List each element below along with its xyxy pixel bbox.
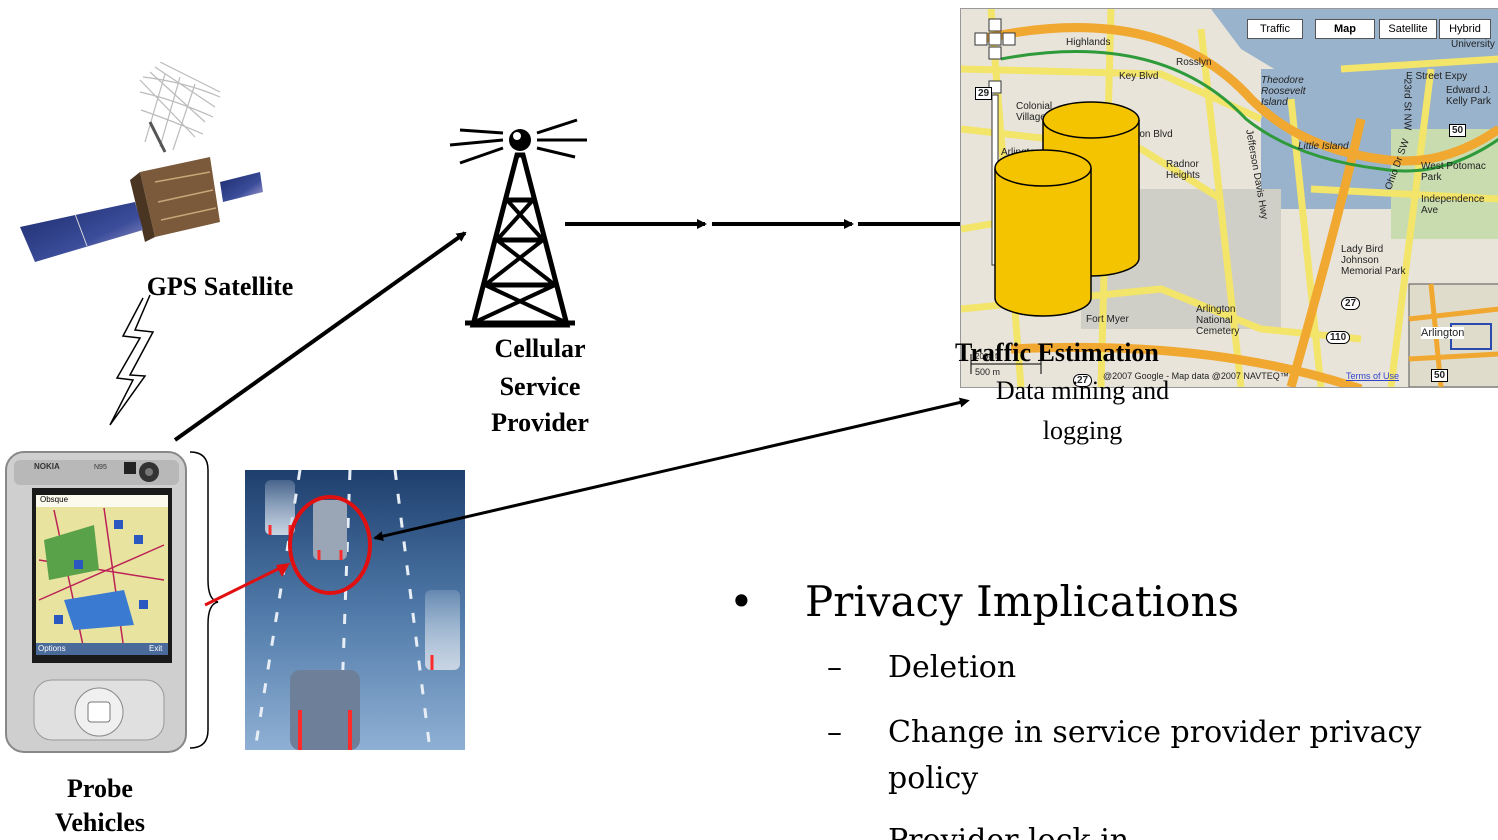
- phone-icon: [5, 451, 187, 753]
- phone-softkey-exit: Exit: [149, 644, 163, 653]
- sub-item-deletion: Deletion: [888, 650, 1017, 685]
- sub-item-policy-cont: policy: [888, 761, 979, 796]
- map-btn-map[interactable]: Map: [1315, 19, 1375, 39]
- phone-softkey-options: Options: [38, 644, 66, 653]
- probe-label-line2: Vehicles: [54, 808, 146, 837]
- map-label-fort-myer: Fort Myer: [1086, 314, 1129, 325]
- sub-dash-3: –: [827, 823, 842, 840]
- map-label-university: University: [1451, 39, 1495, 50]
- map-label-23rd-st: 23rd St NW: [1401, 78, 1413, 131]
- shield-29: 29: [975, 87, 993, 100]
- bullet-privacy-implications: Privacy Implications: [805, 577, 1240, 626]
- lightning-bolt-icon: [109, 294, 155, 426]
- sub-item-change-policy: Change in service provider privacy: [888, 715, 1422, 750]
- sub-dash-1: –: [827, 650, 842, 685]
- tower-label-line2: Service: [499, 372, 581, 401]
- satellite-icon: [20, 61, 263, 262]
- phone-brand: NOKIA: [34, 462, 60, 471]
- server-to-car-arrow: [373, 397, 970, 542]
- map-label-national-cemetery: Arlington National Cemetery: [1196, 304, 1240, 337]
- map-terms-link[interactable]: Terms of Use: [1346, 371, 1400, 381]
- nokia-phone: NOKIA N95 Obsque Options Exit: [4, 450, 189, 755]
- highway-image: [245, 470, 465, 750]
- map-label-little-island: Little Island: [1298, 141, 1349, 152]
- cell-tower-icon: [449, 118, 587, 328]
- brace-icon: [189, 451, 219, 749]
- traffic-sub-line1: Data mining and: [995, 376, 1170, 405]
- database-icon: [994, 101, 1140, 317]
- map-label-e-street: E Street Expy: [1406, 71, 1468, 82]
- map-label-lady-bird: Lady Bird Johnson Memorial Park: [1341, 244, 1406, 277]
- map-label-highlands: Highlands: [1066, 37, 1111, 48]
- phone-model: N95: [94, 464, 107, 471]
- red-arrow: [204, 563, 290, 607]
- map-label-colonial-village: Colonial Village: [1016, 101, 1053, 123]
- map-label-independence: Independence Ave: [1421, 194, 1485, 216]
- map-label-kelly-park: Edward J. Kelly Park: [1446, 85, 1492, 107]
- map-scale-ft: 2000 ft: [975, 352, 1000, 361]
- map-overview-label: Arlington: [1421, 327, 1465, 339]
- highlight-circle: [288, 495, 372, 595]
- shield-27: 27: [1341, 297, 1361, 310]
- map-label-key-blvd: Key Blvd: [1119, 71, 1159, 82]
- map-label-arlington-blvd: Arlington Blvd: [1111, 129, 1173, 140]
- map-btn-traffic[interactable]: Traffic: [1247, 19, 1303, 39]
- gps-satellite-label: GPS Satellite: [146, 272, 294, 301]
- probe-label-line1: Probe: [67, 774, 133, 803]
- map-label-radnor-heights: Radnor Heights: [1166, 159, 1200, 181]
- map-btn-satellite[interactable]: Satellite: [1379, 19, 1437, 39]
- phone-to-tower-arrow: [173, 231, 467, 442]
- highway-photo: [245, 470, 465, 750]
- traffic-estimation-label: Traffic Estimation: [955, 338, 1159, 367]
- shield-50-overview: 50: [1431, 369, 1449, 382]
- map-label-roosevelt-island: Theodore Roosevelt Island: [1261, 75, 1306, 108]
- bullet-dot: •: [729, 577, 754, 626]
- map-label-west-potomac: West Potomac Park: [1421, 161, 1486, 183]
- shield-27-lower: 27: [1073, 374, 1093, 387]
- sub-item-lock-in: Provider lock-in: [888, 823, 1129, 840]
- gps-satellite: [15, 61, 265, 272]
- tower-label-line1: Cellular: [494, 334, 586, 363]
- map-btn-hybrid[interactable]: Hybrid: [1439, 19, 1491, 39]
- sub-dash-2: –: [827, 715, 842, 750]
- traffic-sub-line2: logging: [1042, 416, 1123, 445]
- phone-screen-title: Obsque: [40, 495, 69, 504]
- map-copyright: @2007 Google - Map data @2007 NAVTEQ™: [1103, 371, 1289, 381]
- map-scale-m: 500 m: [975, 367, 1001, 377]
- map-label-rosslyn: Rosslyn: [1176, 57, 1212, 68]
- shield-110: 110: [1326, 331, 1351, 344]
- shield-50: 50: [1449, 124, 1467, 137]
- bullet-list: • Privacy Implications – Deletion – Chan…: [725, 575, 1498, 840]
